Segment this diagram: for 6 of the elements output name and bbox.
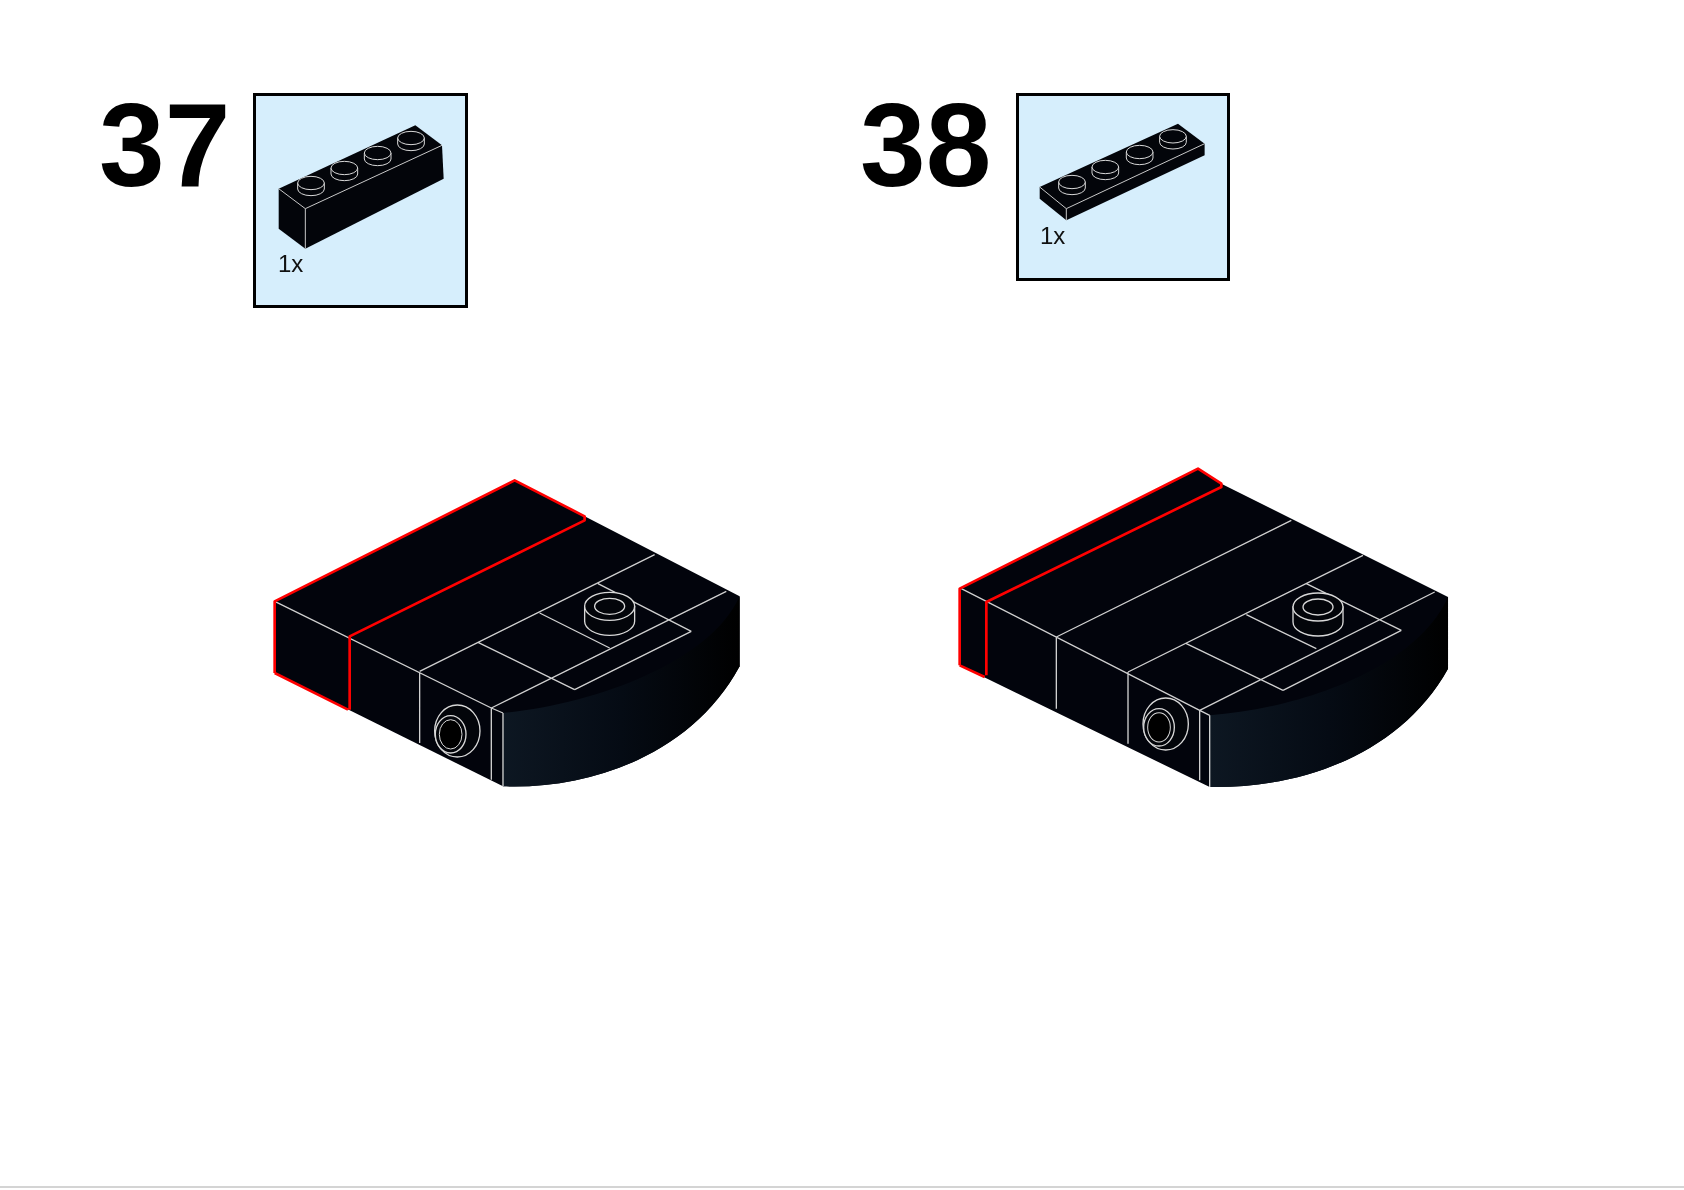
step-number: 37: [99, 86, 231, 204]
parts-callout-box: [253, 93, 468, 308]
parts-callout-box: [1016, 93, 1230, 281]
quantity-label: 1x: [1040, 224, 1066, 248]
step-number: 38: [860, 86, 992, 204]
quantity-label: 1x: [278, 252, 304, 276]
